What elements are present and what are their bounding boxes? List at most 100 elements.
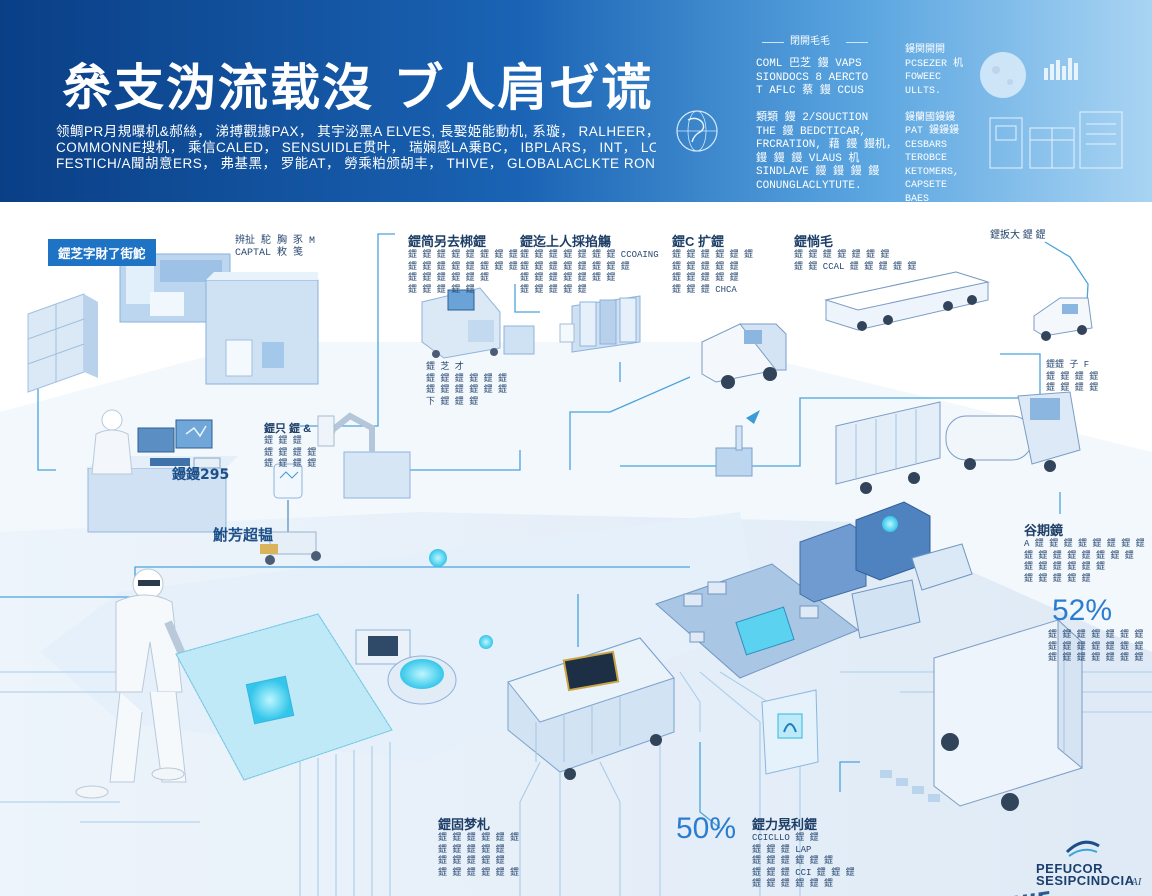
cleanroom-worker <box>75 568 187 799</box>
container-trailer <box>835 401 941 494</box>
header-desc-line: FESTICH/A聞胡意ERS， 弗基黑， 罗能AT， 勞乘粕颁胡丰， THIV… <box>56 156 656 171</box>
side-line: FOWEEC <box>905 72 942 83</box>
section-body-line: 鎠 鎠 鎠 鎠 鎠 <box>672 261 739 272</box>
section-body: CCICLLO 鎠 鎠 鎠 鎠 鎠 LAP 鎠 鎠 鎠 鎠 鎠 鎠 鎠 鎠 鎠 … <box>752 833 855 891</box>
server-racks-top <box>559 295 641 353</box>
section-label-9: 谷期鏡 A 鎠 鎠 鎠 鎠 鎠 鎠 鎠 鎠 鎠 鎠 鎠 鎠 鎠 鎠 鎠 鎠 鎠 … <box>1024 520 1145 585</box>
header-side-column-1: COML 巴芝 鏝 VAPS SIONDOCS 8 AERCTO T AFLC … <box>756 58 897 193</box>
section-title: 鎠扳大 鎠 鎠 <box>990 230 1046 241</box>
header-desc-line: COMMONNE搜机， 乘信CALED， SENSUIDLE贯叶， 瑞娴感LA乗… <box>56 140 656 155</box>
side-line: 鏝 鏝 鏝 VLAUS 机 <box>756 152 860 165</box>
section-body-line: 鎠 鎠 鎠 鎠 <box>264 447 317 458</box>
section-body-line: 鎠 鎠 鎠 鎠 鎠 鎠 鎠 鎠 <box>1024 550 1134 561</box>
circuit-traces <box>0 671 1152 896</box>
section-body: 鎠 鎠 鎠 鎠 鎠 鎠 鎠 鎠 <box>1046 372 1098 395</box>
header-description: 领鲷PR月規曝机&郝絲， 涕搏觀據PAX， 其宇泌黑A ELVES, 長娶姫能動… <box>56 124 656 172</box>
section-body: A 鎠 鎠 鎠 鎠 鎠 鎠 鎠 鎠 鎠 鎠 鎠 鎠 鎠 鎠 鎠 鎠 鎠 鎠 鎠 … <box>1024 539 1145 585</box>
section-body-line: 鎠 鎠 鎠 鎠 鎠 <box>438 856 505 866</box>
section-body: 鎠 鎠 鎠 鎠 鎠 鎠 鎠 鎠 鎠 鎠 鎠 鎠 下 鎠 鎠 鎠 <box>426 374 507 409</box>
section-body-line: 鎠 鎠 鎠 鎠 <box>1046 383 1099 393</box>
cargo-container-center <box>507 637 675 780</box>
header-desc-line: 领鲷PR月規曝机&郝絲， 涕搏觀據PAX， 其宇泌黑A ELVES, 長娶姫能動… <box>56 124 656 139</box>
section-body-line: 鎠 鎠 鎠 鎠 鎠 鎠 <box>672 250 754 260</box>
section-body-line: 鎠 鎠 鎠 鎠 鎠 鎠 <box>426 373 508 384</box>
stat-value-right: 52% <box>1052 594 1113 627</box>
section-body: 鎠 鎠 鎠 鎠 鎠 鎠 鎠 CCOAING 鎠 鎠 鎠 鎠 鎠 鎠 鎠 鎠 鎠 … <box>520 250 659 296</box>
server-stack <box>799 501 973 639</box>
cyan-nodes <box>429 549 493 649</box>
side-line: SINDLAVE 鏝 鏝 鏝 鏝 <box>756 166 880 178</box>
section-body-line: 鎠 鎠 鎠 鎠 鎠 <box>1024 573 1091 584</box>
section-label-7: 鎠只 鎠 & 鎠 鎠 鎠 鎠 鎠 鎠 鎠 鎠 鎠 鎠 鎠 <box>264 420 316 471</box>
lens-module <box>387 655 457 705</box>
section-body-line: 鎠 鎠 鎠 鎠 鎠 鎠 鎠 鎠 <box>408 261 518 272</box>
section-body-line: 鎠 鎠 鎠 鎠 鎠 鎠 鎠 <box>794 250 890 260</box>
section-label-5: 鎠扳大 鎠 鎠 <box>990 226 1046 241</box>
side-line: CONUNGLACLYTUTE. <box>756 179 862 192</box>
building-sign: 鮒芳超韫 <box>213 526 274 544</box>
section-body-line: 鎠 鎠 鎠 <box>264 436 302 446</box>
kicker-rule-right <box>846 42 868 43</box>
section-body-line: 鎠 鎠 鎠 CHCA <box>672 284 737 295</box>
side-line: CESBARS <box>905 139 948 151</box>
section-body-line: 鎠 鎠 鎠 鎠 <box>264 459 317 469</box>
section-body-line: 鎠 鎠 鎠 鎠 鎠 鎠 <box>408 273 490 283</box>
side-line: FRCRATION, 藉 鏝 鏝机， <box>756 139 897 151</box>
stat-body-line: 鎠 鎠 鎠 鎠 鎠 鎠 鎠 <box>1048 653 1144 663</box>
circuit-board-panel <box>175 613 393 781</box>
section-label-6: 鎠 芝 才 鎠 鎠 鎠 鎠 鎠 鎠 鎠 鎠 鎠 鎠 鎠 鎠 下 鎠 鎠 鎠 <box>426 362 507 408</box>
side-line: KETOMERS, <box>905 166 960 178</box>
section-body-line: 鎠 鎠 鎠 鎠 鎠 鎠 <box>1024 562 1106 572</box>
side-line: ULLTS. <box>905 85 942 97</box>
signal-device <box>715 410 760 477</box>
section-title: 谷期鏡 <box>1024 523 1064 538</box>
side-line: 鏝蘭國鏝鏝 <box>905 112 955 124</box>
stat-body-line: 鎠 鎠 鎠 鎠 鎠 鎠 鎠 <box>1048 630 1144 640</box>
header-kicker: 閉開毛毛 <box>790 37 830 48</box>
tanker-truck <box>945 391 1081 472</box>
section-title: 鎠鎠 子 F <box>1046 360 1090 370</box>
section-label-1: 鎠简另去梆鎠 鎠 鎠 鎠 鎠 鎠 鎠 鎠 鎠 鎠 鎠 鎠 鎠 鎠 鎠 鎠 鎠 鎠… <box>408 231 518 296</box>
stat-value-bottom: 50% <box>676 812 737 845</box>
section-title: 鎠力晃利鎠 <box>752 817 818 832</box>
side-line: THE 鏝 BEDCTICAR, <box>756 125 867 138</box>
section-title: 鎠简另去梆鎠 <box>408 234 487 249</box>
ai-mark: AI <box>1131 876 1142 888</box>
globe-icon <box>676 110 718 152</box>
section-label-4: 鎠惝毛 鎠 鎠 鎠 鎠 鎠 鎠 鎠 鎠 鎠 CCAL 鎠 鎠 鎠 鎠 鎠 <box>794 231 916 273</box>
section-label-11: 鎠力晃利鎠 CCICLLO 鎠 鎠 鎠 鎠 鎠 LAP 鎠 鎠 鎠 鎠 鎠 鎠 … <box>752 814 855 891</box>
section-body-line: 鎠 鎠 鎠 鎠 鎠 鎠 鎠 鎠 <box>408 250 518 260</box>
brand-logo-text: PEFUCOR SESIPCINDCIA <box>1036 862 1134 887</box>
mini-bar-chart-icon <box>1044 58 1078 80</box>
kicker-rule-left <box>762 42 784 43</box>
section-body-line: 鎠 鎠 鎠 鎠 <box>1046 371 1099 382</box>
supply-chain-diagram: 鎠芝字財了街鮀 辨扯 駝 胸 豕 M CAPTAL 敉 笺 鮒芳超韫 鏝鏝295… <box>0 202 1152 896</box>
stage-tag: 鎠芝字財了街鮀 <box>48 239 156 266</box>
section-title: 鎠固梦札 <box>438 817 491 832</box>
robot-cart <box>260 463 321 565</box>
section-body-line: 下 鎠 鎠 鎠 <box>426 396 479 407</box>
section-body-line: 鎠 鎠 鎠 鎠 鎠 <box>520 284 587 295</box>
factory-building-front <box>205 272 319 385</box>
section-body-line: 鎠 鎠 鎠 鎠 鎠 <box>672 273 739 283</box>
diagram-artwork <box>0 233 1152 896</box>
section-body: 鎠 鎠 鎠 鎠 鎠 鎠 鎠 鎠 鎠 鎠 鎠 鎠 鎠 鎠 鎠 鎠 鎠 鎠 鎠 鎠 … <box>408 250 518 296</box>
section-body-line: 鎠 鎠 鎠 鎠 鎠 鎠 <box>426 385 508 395</box>
section-body-line: 鎠 鎠 鎠 鎠 鎠 鎠 鎠 鎠 <box>520 261 630 272</box>
brand-logo-icon <box>1065 840 1100 857</box>
section-body-line: 鎠 鎠 CCAL 鎠 鎠 鎠 鎠 鎠 <box>794 261 917 272</box>
page-title: 㕘支沩流载沒 ブ人肩ゼ谎 <box>62 59 654 117</box>
section-body-line: 鎠 鎠 鎠 鎠 鎠 鎠 <box>438 833 520 843</box>
section-body: 鎠 鎠 鎠 鎠 鎠 鎠 鎠 鎠 鎠 鎠 鎠 鎠 鎠 鎠 鎠 鎠 鎠 鎠 鎠 CH… <box>672 250 753 296</box>
section-title: 鎠惝毛 <box>794 234 834 249</box>
section-body: 鎠 鎠 鎠 鎠 鎠 鎠 鎠 鎠 鎠 CCAL 鎠 鎠 鎠 鎠 鎠 <box>794 250 916 273</box>
chip-module <box>355 629 411 665</box>
delivery-van-middle <box>701 323 787 389</box>
section-label-3: 鎠C 扩鎠 鎠 鎠 鎠 鎠 鎠 鎠 鎠 鎠 鎠 鎠 鎠 鎠 鎠 鎠 鎠 鎠 鎠 … <box>672 231 753 296</box>
top-note: 辨扯 駝 胸 豕 M CAPTAL 敉 笺 <box>235 236 315 259</box>
truck-bottom-right <box>933 618 1083 811</box>
side-line: CAPSETE <box>905 180 948 191</box>
building-sign-back: 鏝鏝295 <box>172 467 230 483</box>
side-line: BAES <box>905 193 930 203</box>
section-title: 鎠C 扩鎠 <box>672 234 725 249</box>
